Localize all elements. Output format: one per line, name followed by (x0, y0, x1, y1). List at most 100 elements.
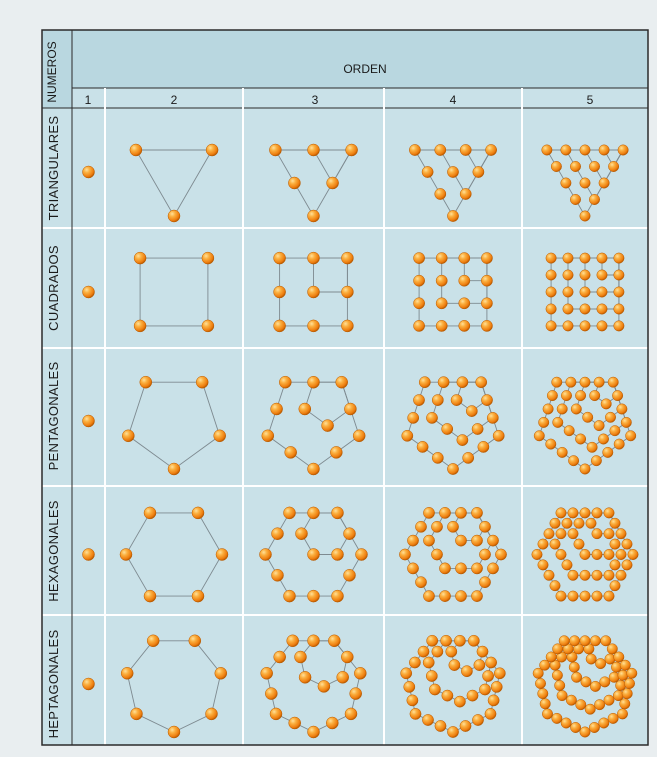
dot (407, 535, 418, 546)
dot (353, 430, 365, 442)
dot (202, 252, 214, 264)
dot (326, 717, 338, 729)
dot (580, 253, 590, 263)
dot (479, 577, 490, 588)
dot (130, 144, 142, 156)
dot (568, 591, 578, 601)
dot (272, 528, 284, 540)
dot (580, 270, 590, 280)
dot (415, 577, 426, 588)
dot (544, 529, 554, 539)
dot (439, 563, 450, 574)
dot (308, 210, 320, 222)
dot (436, 298, 447, 309)
dot (616, 529, 626, 539)
dot (457, 377, 468, 388)
dot (449, 660, 460, 671)
dot (481, 253, 492, 264)
dot (483, 670, 494, 681)
dot (446, 646, 457, 657)
dot (83, 549, 95, 561)
dot (552, 670, 562, 680)
dot (580, 591, 590, 601)
dot (144, 507, 156, 519)
dot (344, 569, 356, 581)
dot (120, 549, 132, 561)
dot (455, 591, 466, 602)
dot (544, 570, 554, 580)
dot (614, 253, 624, 263)
dot (414, 320, 425, 331)
dot (575, 390, 585, 400)
dot (289, 717, 301, 729)
dot (328, 635, 340, 647)
dot (580, 377, 590, 387)
dot (414, 298, 425, 309)
dot (447, 166, 458, 177)
dot (332, 590, 344, 602)
dot (571, 404, 581, 414)
dot (580, 464, 590, 474)
dot (419, 377, 430, 388)
dot (272, 569, 284, 581)
dot (608, 377, 618, 387)
dot (597, 253, 607, 263)
dot (408, 412, 419, 423)
dot (206, 144, 218, 156)
dot (539, 417, 549, 427)
dot (571, 672, 581, 682)
dot (580, 287, 590, 297)
dot (189, 635, 201, 647)
dot (341, 651, 353, 663)
dot (354, 667, 366, 679)
dot (586, 518, 596, 528)
dot (621, 417, 631, 427)
dot (563, 287, 573, 297)
dot (409, 657, 420, 668)
dot (418, 646, 429, 657)
dot (308, 376, 320, 388)
dot (473, 166, 484, 177)
dot (147, 635, 159, 647)
dot (487, 535, 498, 546)
dot (589, 194, 599, 204)
dot (546, 253, 556, 263)
dot (580, 549, 590, 559)
dot (214, 430, 226, 442)
dot (192, 590, 204, 602)
dot (485, 708, 496, 719)
dot (556, 591, 566, 601)
dot (610, 518, 620, 528)
dot (538, 688, 548, 698)
dot (284, 507, 296, 519)
dot (608, 161, 618, 171)
dot (471, 507, 482, 518)
dot (327, 177, 339, 189)
dot (423, 535, 434, 546)
order-col-5: 5 (587, 93, 594, 107)
dot (612, 390, 622, 400)
dot (83, 166, 95, 178)
dot (341, 286, 353, 298)
dot (459, 320, 470, 331)
dot (561, 145, 571, 155)
dot (600, 677, 610, 687)
dot (196, 376, 208, 388)
dot (555, 680, 565, 690)
dot (557, 404, 567, 414)
header-band (72, 30, 648, 88)
dot (617, 709, 627, 719)
dot (441, 635, 452, 646)
dot (486, 657, 497, 668)
dot (447, 210, 458, 221)
dot (622, 560, 632, 570)
dot (626, 431, 636, 441)
dot (216, 549, 228, 561)
dot (581, 677, 591, 687)
dot (622, 539, 632, 549)
dot (622, 688, 632, 698)
dot (438, 377, 449, 388)
dot (594, 420, 604, 430)
dot (587, 442, 597, 452)
dot (422, 166, 433, 177)
